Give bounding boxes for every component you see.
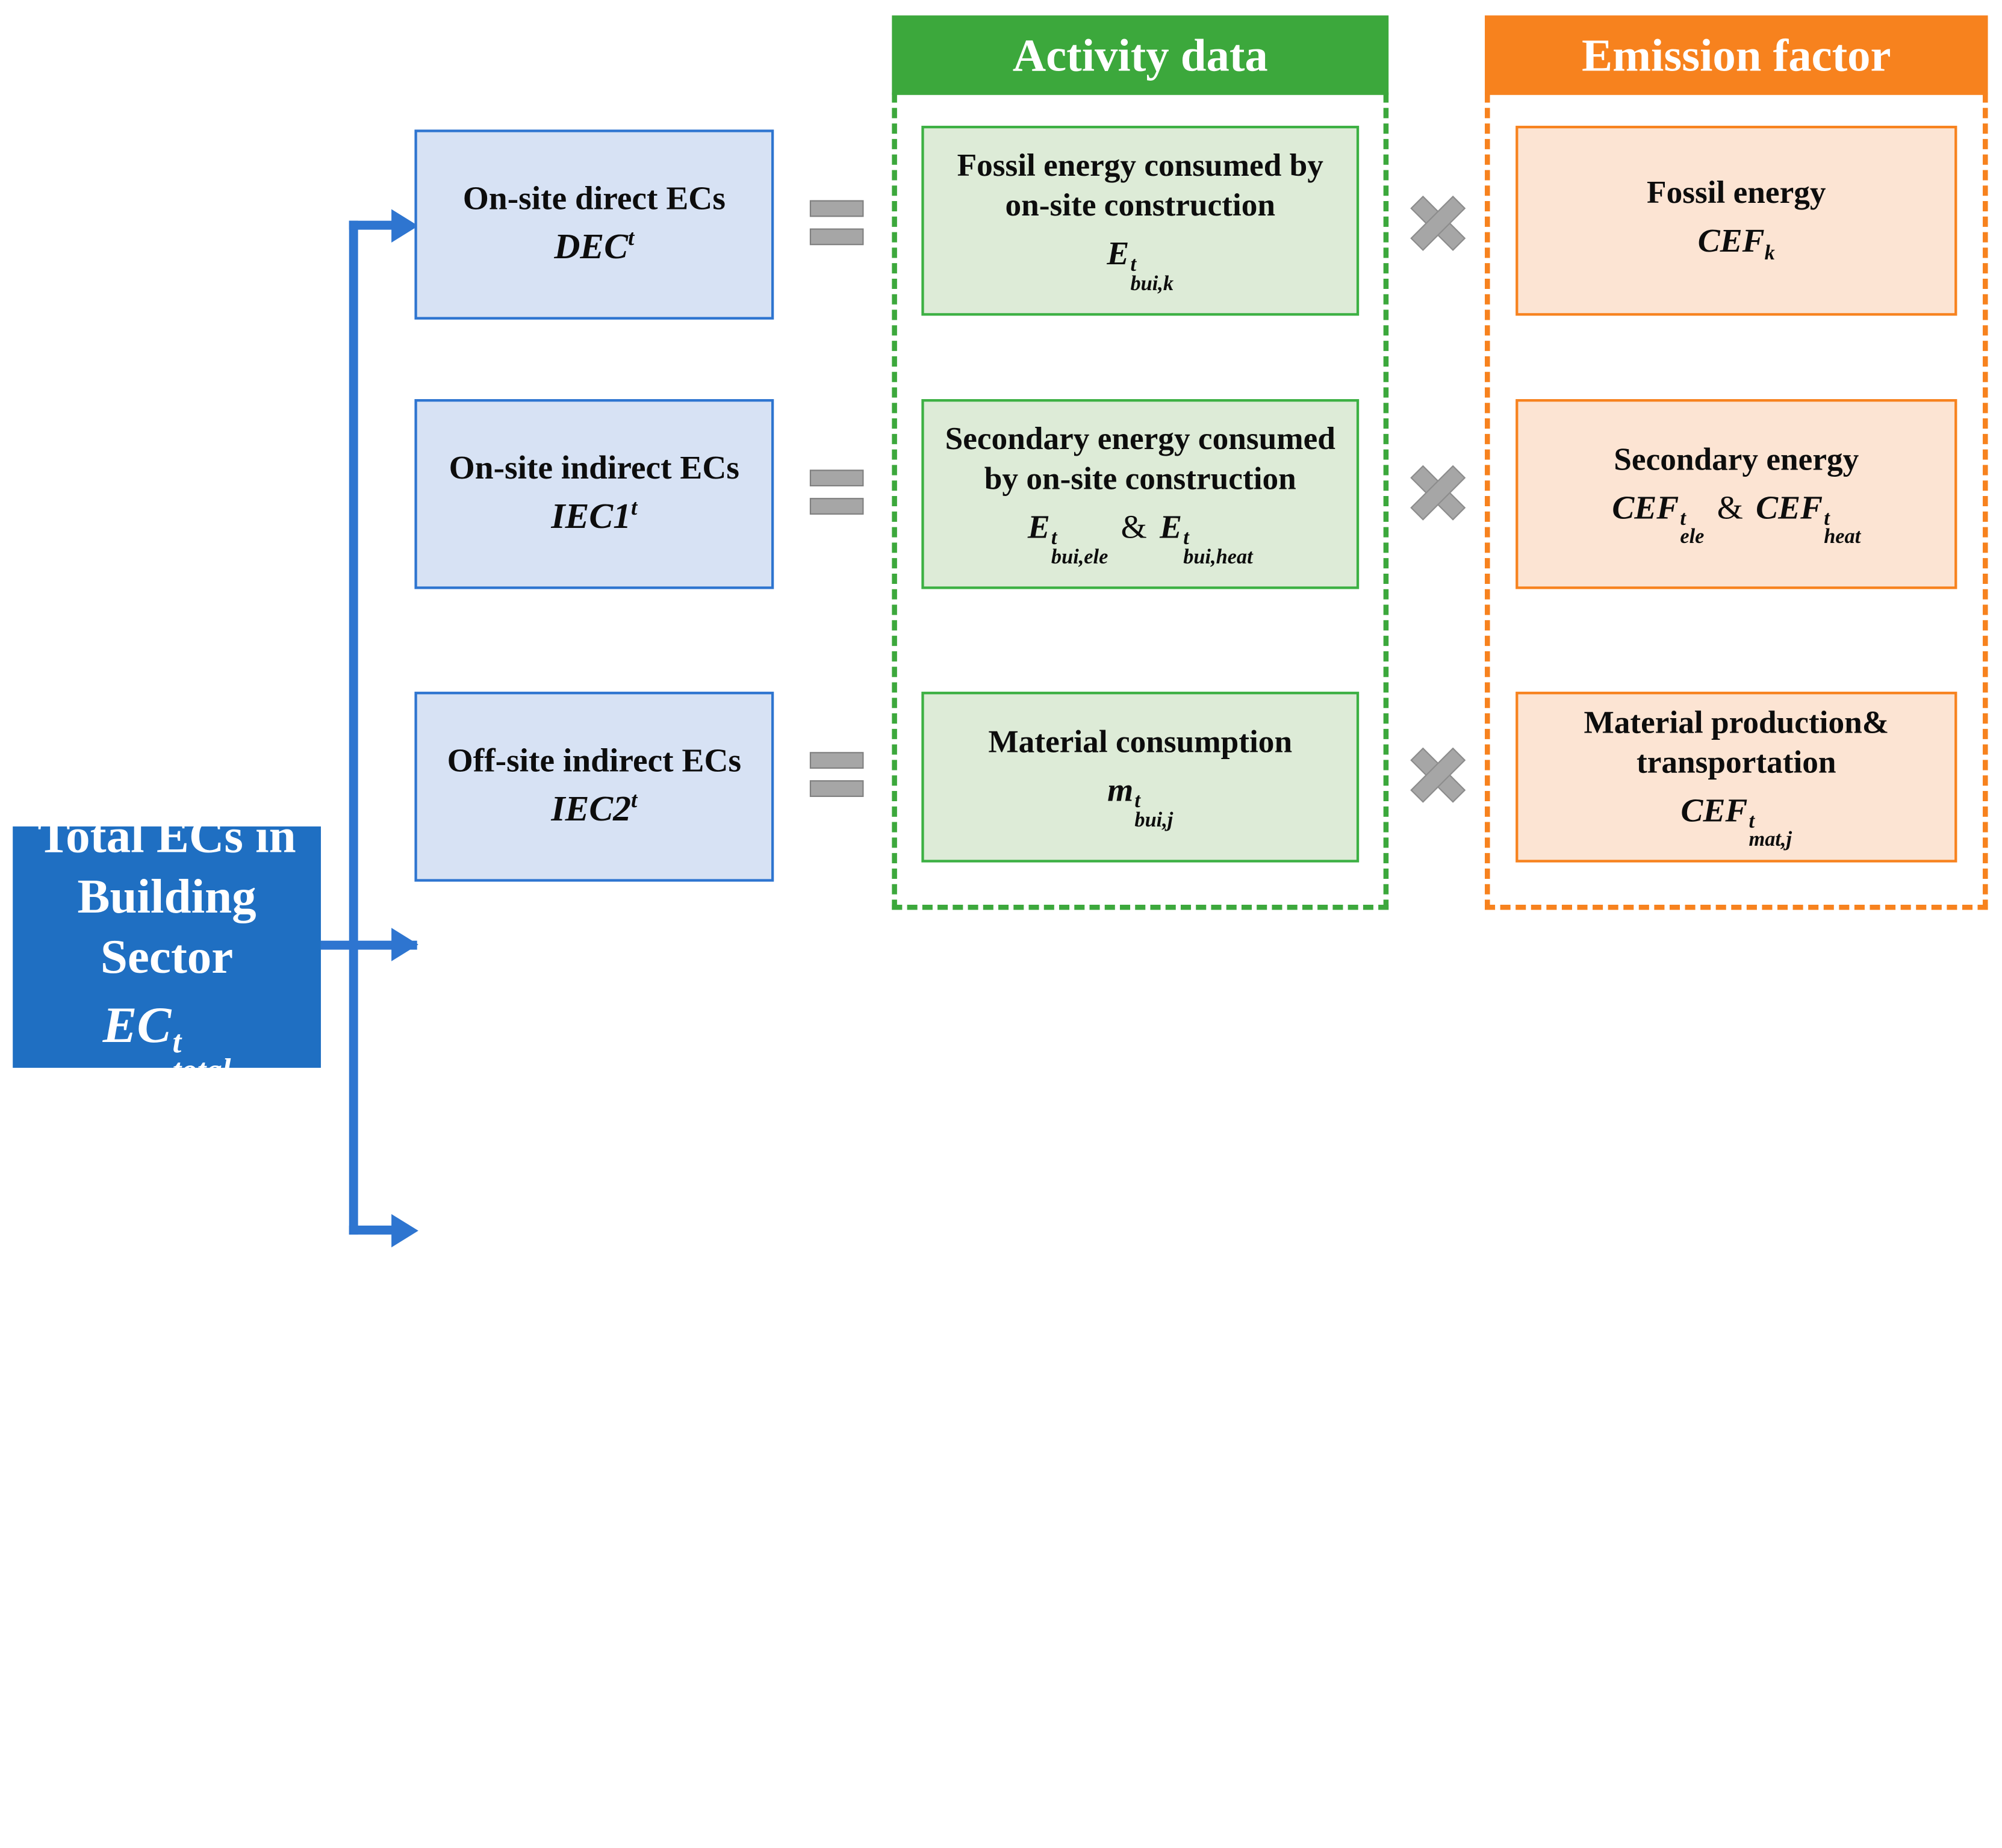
emission-title-line1: Fossil energy (1647, 176, 1826, 211)
emission-title-line1: Secondary energy (1614, 442, 1859, 477)
equals-operator-row1 (809, 197, 864, 252)
connector-branch-top (349, 220, 401, 230)
emission-title-line1: Material production& (1584, 705, 1889, 740)
equals-bar-upper (809, 470, 864, 487)
connector-vertical-spine (349, 220, 358, 1235)
activity-title-line2: on-site construction (1005, 188, 1275, 224)
category-symbol: IEC1t (551, 495, 638, 536)
activity-box-row2[interactable]: Secondary energy consumed by on-site con… (921, 399, 1360, 589)
multiply-operator-row1 (1407, 193, 1468, 254)
multiply-operator-row3 (1407, 745, 1468, 806)
activity-data-header: Activity data (892, 15, 1389, 95)
arrowhead-top (391, 209, 418, 243)
activity-box-row1[interactable]: Fossil energy consumed by on-site constr… (921, 125, 1360, 316)
emission-factor-header: Emission factor (1485, 15, 1988, 95)
category-title: On-site indirect ECs (449, 449, 739, 487)
arrowhead-bottom (391, 1214, 418, 1248)
emission-symbol: CEFk (1697, 222, 1775, 265)
equals-bar-lower (809, 780, 864, 797)
activity-symbol-join: & (1121, 508, 1147, 546)
activity-data-column-outline (892, 92, 1389, 910)
equals-bar-lower (809, 228, 864, 246)
total-ecs-title-line2: Building Sector (77, 870, 256, 985)
category-box-on-site-indirect[interactable]: On-site indirect ECs IEC1t (414, 399, 774, 589)
equals-bar-upper (809, 752, 864, 769)
equals-operator-row2 (809, 467, 864, 521)
emission-symbol-join: & (1717, 488, 1743, 526)
category-symbol: DECt (554, 225, 635, 267)
arrowhead-middle (391, 928, 418, 961)
category-symbol: IEC2t (551, 787, 638, 829)
equals-operator-row3 (809, 749, 864, 804)
multiply-operator-row2 (1407, 462, 1468, 524)
total-ecs-title-line1: Total ECs in (37, 809, 296, 864)
equals-bar-upper (809, 200, 864, 217)
activity-title-line2: by on-site construction (984, 462, 1296, 497)
activity-title-line1: Fossil energy consumed by (957, 149, 1323, 184)
emission-factor-column-outline (1485, 92, 1988, 910)
activity-title-line1: Material consumption (988, 725, 1293, 760)
activity-title-line1: Secondary energy consumed (945, 422, 1335, 457)
equals-bar-lower (809, 498, 864, 515)
emission-title-line2: transportation (1637, 745, 1836, 780)
category-title: Off-site indirect ECs (447, 742, 742, 780)
category-box-on-site-direct[interactable]: On-site direct ECs DECt (414, 129, 774, 320)
category-title: On-site direct ECs (462, 180, 726, 218)
emission-box-row1[interactable]: Fossil energy CEFk (1515, 125, 1957, 316)
category-box-off-site-indirect[interactable]: Off-site indirect ECs IEC2t (414, 692, 774, 882)
